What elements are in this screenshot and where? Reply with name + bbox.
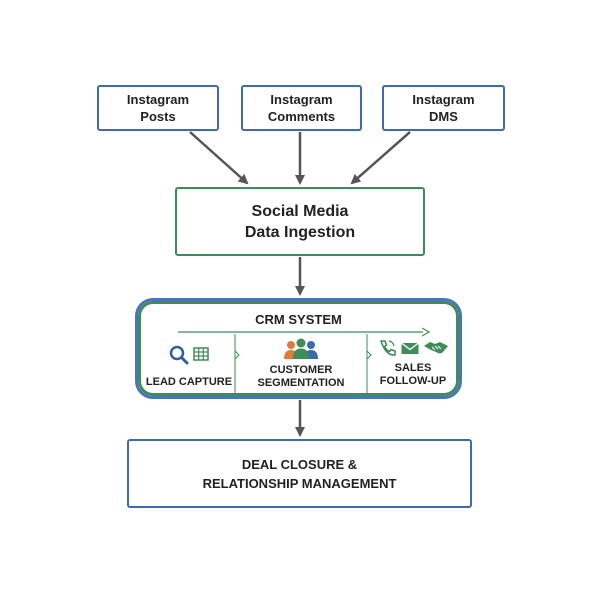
deal-closure-box: DEAL CLOSURE & RELATIONSHIP MANAGEMENT <box>127 439 472 508</box>
source-label: Instagram Comments <box>267 92 336 124</box>
arrow-dms-to-ingestion <box>350 131 411 185</box>
crm-stage-sales-follow-up: SALES FOLLOW-UP <box>367 335 459 395</box>
grid-icon <box>192 347 209 361</box>
source-box-instagram-comments: Instagram Comments <box>241 85 362 131</box>
source-box-instagram-dms: Instagram DMS <box>382 85 505 131</box>
ingestion-box: Social Media Data Ingestion <box>175 187 425 256</box>
crm-stage-customer-segmentation: CUSTOMER SEGMENTATION <box>235 335 367 395</box>
stage-label: CUSTOMER SEGMENTATION <box>257 364 345 389</box>
crm-internal-lines <box>178 327 431 397</box>
source-box-instagram-posts: Instagram Posts <box>97 85 219 131</box>
crm-stage-lead-capture: LEAD CAPTURE <box>143 335 235 395</box>
handshake-icon <box>424 342 448 354</box>
source-label: Instagram Posts <box>126 92 190 124</box>
envelope-icon <box>401 342 419 354</box>
crm-system-box: CRM SYSTEM LEAD CAPTURE <box>135 298 462 399</box>
people-group-icon <box>284 338 318 359</box>
phone-icon <box>380 340 396 356</box>
crm-title: CRM SYSTEM <box>255 312 342 327</box>
source-label: Instagram DMS <box>412 92 475 124</box>
stage-label: SALES FOLLOW-UP <box>379 362 447 387</box>
arrow-posts-to-ingestion <box>189 131 249 185</box>
magnifier-icon <box>169 345 188 365</box>
stage-label: LEAD CAPTURE <box>145 376 233 388</box>
